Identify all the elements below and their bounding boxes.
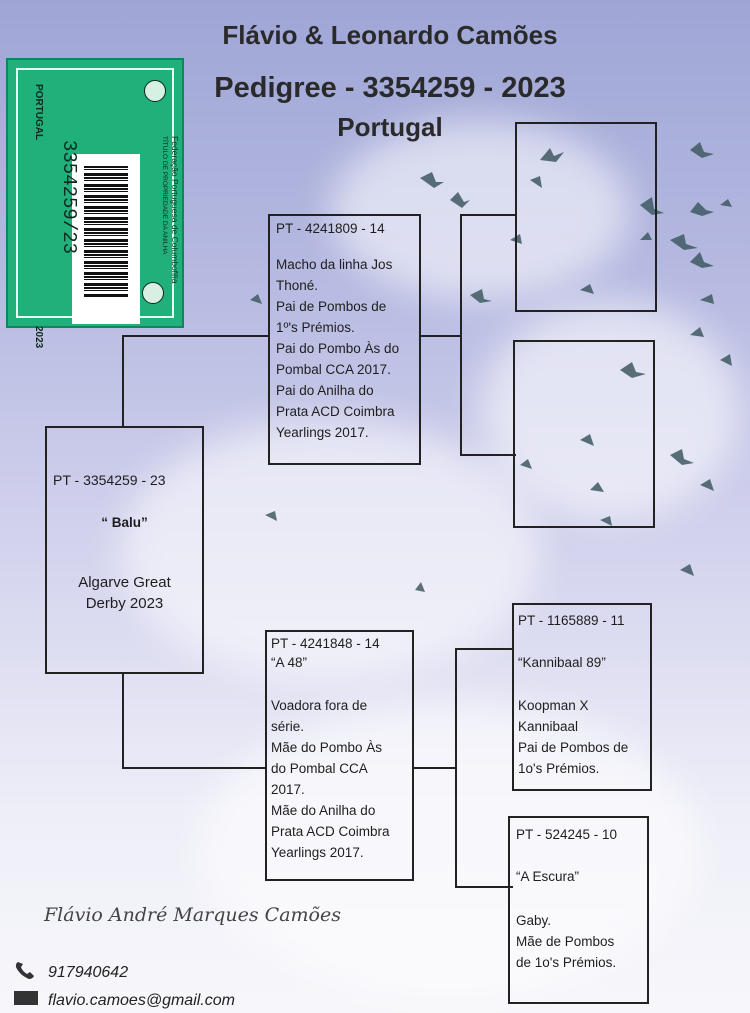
barcode — [84, 166, 128, 298]
dam-dam-info-line: de 1o's Prémios. — [516, 955, 617, 970]
federation-seal-icon — [144, 80, 166, 102]
sire-info-line: 1º's Prémios. — [276, 320, 355, 335]
dam-sire-info-line: Kannibaal — [518, 719, 579, 734]
phone-number: 917940642 — [48, 963, 129, 981]
sire-sire-box — [515, 122, 657, 312]
connector-line — [460, 214, 462, 456]
card-ring-number: 3354259/23 — [58, 140, 80, 255]
subject-ring: PT - 3354259 - 23 — [53, 472, 166, 488]
country-title: Portugal — [337, 112, 443, 142]
sire-info-line: Macho da linha Jos — [276, 257, 393, 272]
dam-dam-name: “A Escura” — [516, 869, 580, 884]
subject-name: “ Balu” — [101, 515, 148, 530]
dam-sire-info-line: Pai de Pombos de — [518, 740, 629, 755]
subject-race-line-2: Derby 2023 — [85, 595, 164, 612]
cloud — [480, 300, 740, 520]
subject-race-line-1: Algarve Great — [78, 574, 171, 591]
dam-info-line: Prata ACD Coimbra — [271, 824, 390, 839]
pigeon-emblem-icon — [142, 282, 164, 304]
connector-line — [122, 767, 266, 769]
dam-sire-ring: PT - 1165889 - 11 — [518, 613, 625, 628]
card-title: TÍTULO DE PROPRIEDADE DA ANILHA — [161, 136, 168, 255]
connector-line — [413, 767, 457, 769]
dam-dam-info-line: Gaby. — [516, 913, 552, 928]
sire-info-line: Pai de Pombos de — [276, 299, 387, 314]
handwritten-signature: Flávio André Marques Camões — [44, 904, 341, 926]
dam-sire-info-line: 1o's Prémios. — [518, 761, 600, 776]
dam-info-line: série. — [271, 719, 305, 734]
sire-info-line: Pombal CCA 2017. — [276, 362, 391, 377]
card-federation: Federação Portuguesa de Columbofilia — [170, 136, 180, 284]
sire-info-line: Thoné. — [276, 278, 319, 293]
dam-info-line: 2017. — [271, 782, 305, 797]
email-address: flavio.camoes@gmail.com — [48, 991, 235, 1009]
dam-sire-box: PT - 1165889 - 11 “Kannibaal 89” Koopman… — [512, 603, 652, 791]
connector-line — [455, 648, 513, 650]
sire-info-line: Pai do Anilha do — [276, 383, 374, 398]
dam-info-line: Yearlings 2017. — [271, 845, 364, 860]
dam-dam-ring: PT - 524245 - 10 — [516, 827, 618, 842]
phone-icon — [14, 960, 38, 985]
sire-info-line: Prata ACD Coimbra — [276, 404, 395, 419]
connector-line — [460, 214, 516, 216]
subject-pigeon-box: PT - 3354259 - 23 “ Balu” Algarve Great … — [45, 426, 204, 674]
connector-line — [122, 673, 124, 768]
dam-name: “A 48” — [271, 655, 308, 670]
dam-info-line: do Pombal CCA — [271, 761, 368, 776]
connector-line — [122, 335, 269, 337]
dam-sire-name: “Kannibaal 89” — [518, 655, 606, 670]
dam-info-line: Voadora fora de — [271, 698, 368, 713]
dam-box: PT - 4241848 - 14 “A 48” Voadora fora de… — [265, 630, 414, 881]
envelope-icon — [14, 991, 38, 1010]
connector-line — [455, 886, 513, 888]
contact-email: flavio.camoes@gmail.com — [14, 991, 235, 1010]
dam-info-line: Mãe do Pombo Às — [271, 740, 383, 755]
dam-sire-info-line: Koopman X — [518, 698, 589, 713]
dam-info-line: Mãe do Anilha do — [271, 803, 376, 818]
contact-phone: 917940642 — [14, 960, 128, 985]
dam-ring: PT - 4241848 - 14 — [271, 636, 380, 651]
card-year: 2023 — [33, 326, 44, 349]
sire-info-line: Pai do Pombo Às do — [276, 341, 400, 356]
connector-line — [460, 454, 516, 456]
cloud — [200, 700, 700, 1000]
dam-dam-box: PT - 524245 - 10 “A Escura” Gaby. Mãe de… — [508, 816, 649, 1004]
sire-dam-box — [513, 340, 655, 528]
pedigree-title: Pedigree - 3354259 - 2023 — [214, 72, 566, 104]
sire-ring: PT - 4241809 - 14 — [276, 221, 385, 236]
card-country: PORTUGAL — [33, 84, 44, 141]
connector-line — [455, 648, 457, 888]
owners-title: Flávio & Leonardo Camões — [222, 20, 558, 50]
connector-line — [122, 335, 124, 427]
sire-info-line: Yearlings 2017. — [276, 425, 369, 440]
dam-dam-info-line: Mãe de Pombos — [516, 934, 615, 949]
sire-box: PT - 4241809 - 14 Macho da linha Jos Tho… — [268, 214, 421, 465]
connector-line — [420, 335, 460, 337]
ring-ownership-card: PORTUGAL 3354259/23 Federação Portuguesa… — [6, 58, 184, 348]
cloud — [330, 120, 630, 300]
